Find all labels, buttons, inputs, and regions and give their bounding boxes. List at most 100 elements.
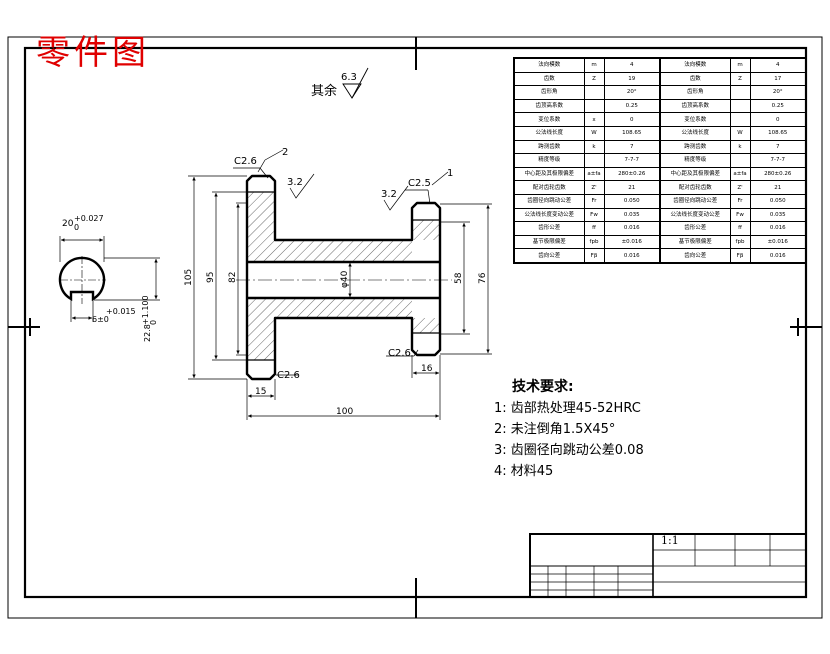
param-cell: 4 [749, 57, 807, 73]
param-cell: Fr [729, 193, 751, 209]
param-cell [729, 85, 751, 100]
roughness-32-right: 3.2 [381, 189, 397, 200]
param-cell: 配对齿轮齿数 [659, 180, 731, 195]
param-cell: 齿顶高系数 [513, 98, 585, 114]
param-cell: ±0.016 [749, 234, 807, 250]
dim-82: 82 [228, 272, 238, 283]
param-cell: 0.016 [603, 221, 661, 236]
param-cell: 法向模数 [659, 57, 731, 73]
param-cell: Z' [729, 180, 751, 195]
dim-95: 95 [206, 272, 216, 283]
param-cell: 0.050 [749, 193, 807, 209]
callout-2: 2 [282, 147, 288, 158]
part-section [245, 174, 442, 381]
param-cell: x [583, 112, 605, 127]
param-cell: 20° [749, 85, 807, 100]
param-cell: ff [583, 221, 605, 236]
dim-58: 58 [454, 272, 464, 284]
param-cell: Fβ [729, 248, 751, 264]
note-item-2: 2: 未注倒角1.5X45° [494, 422, 616, 437]
param-cell [583, 98, 605, 114]
dim-105: 105 [184, 269, 194, 286]
param-cell: fpb [583, 234, 605, 250]
key-width-tol: +0.027 [74, 214, 104, 223]
param-cell: 21 [749, 180, 807, 195]
param-cell: 4 [603, 57, 661, 73]
chamfer-c25: C2.5 [408, 178, 431, 189]
param-cell: k [583, 139, 605, 155]
param-cell: ff [729, 221, 751, 236]
param-cell: 0.035 [603, 207, 661, 223]
param-cell: Fβ [583, 248, 605, 264]
param-cell: W [583, 125, 605, 141]
param-cell [729, 153, 751, 168]
param-cell: 齿顶高系数 [659, 98, 731, 114]
param-cell: 20° [603, 85, 661, 100]
dim-16: 16 [421, 364, 433, 374]
section-hatch [247, 192, 440, 360]
param-cell: 0.016 [749, 248, 807, 264]
param-cell: 齿形角 [513, 85, 585, 100]
chamfer-c26-right: C2.6 [388, 348, 411, 359]
title-block [529, 533, 807, 598]
param-cell: 精度等级 [513, 153, 585, 168]
key-22-tol-low: 0 [149, 320, 158, 325]
param-cell: m [583, 57, 605, 73]
param-cell: Fw [729, 207, 751, 223]
param-cell: 齿向公差 [513, 248, 585, 264]
dim-100: 100 [336, 407, 353, 417]
param-cell: 齿圈径向跳动公差 [513, 193, 585, 209]
param-cell: 齿圈径向跳动公差 [659, 193, 731, 209]
roughness-32-left: 3.2 [287, 177, 303, 188]
param-cell: 齿数 [513, 71, 585, 87]
param-cell: 0.25 [749, 98, 807, 114]
param-cell: 齿形公差 [513, 221, 585, 236]
param-cell: 19 [603, 71, 661, 87]
param-cell: 变位系数 [659, 112, 731, 127]
param-cell: 配对齿轮齿数 [513, 180, 585, 195]
param-cell [583, 85, 605, 100]
param-cell: m [729, 57, 751, 73]
param-cell: 齿向公差 [659, 248, 731, 264]
param-cell: 公法线长度 [513, 125, 585, 141]
param-cell: Fw [583, 207, 605, 223]
param-cell: 280±0.26 [603, 166, 661, 182]
param-cell: 17 [749, 71, 807, 87]
key-22: 22.8 [143, 324, 152, 342]
param-cell: 108.65 [749, 125, 807, 141]
dim-40: φ40 [340, 270, 350, 288]
roughness-other-label: 其余 [311, 83, 337, 99]
param-cell: 108.65 [603, 125, 661, 141]
roughness-other-value: 6.3 [341, 72, 357, 83]
param-cell: 中心距及其极限偏差 [659, 166, 731, 182]
param-cell [583, 153, 605, 168]
param-cell: 齿数 [659, 71, 731, 87]
param-cell: 精度等级 [659, 153, 731, 168]
param-cell: 法向模数 [513, 57, 585, 73]
param-cell: 公法线长度变动公差 [513, 207, 585, 223]
param-cell: 7 [603, 139, 661, 155]
notes-heading: 技术要求: [512, 379, 574, 395]
param-cell: Z' [583, 180, 605, 195]
param-cell: 0.016 [603, 248, 661, 264]
chamfer-c26-top: C2.6 [234, 156, 257, 167]
key-6: 6±0 [92, 315, 109, 324]
key-width: 20 [62, 219, 74, 229]
param-cell: 基节极限偏差 [513, 234, 585, 250]
param-cell: 280±0.26 [749, 166, 807, 182]
param-cell: 跨测齿数 [659, 139, 731, 155]
param-cell: 7-7-7 [749, 153, 807, 168]
